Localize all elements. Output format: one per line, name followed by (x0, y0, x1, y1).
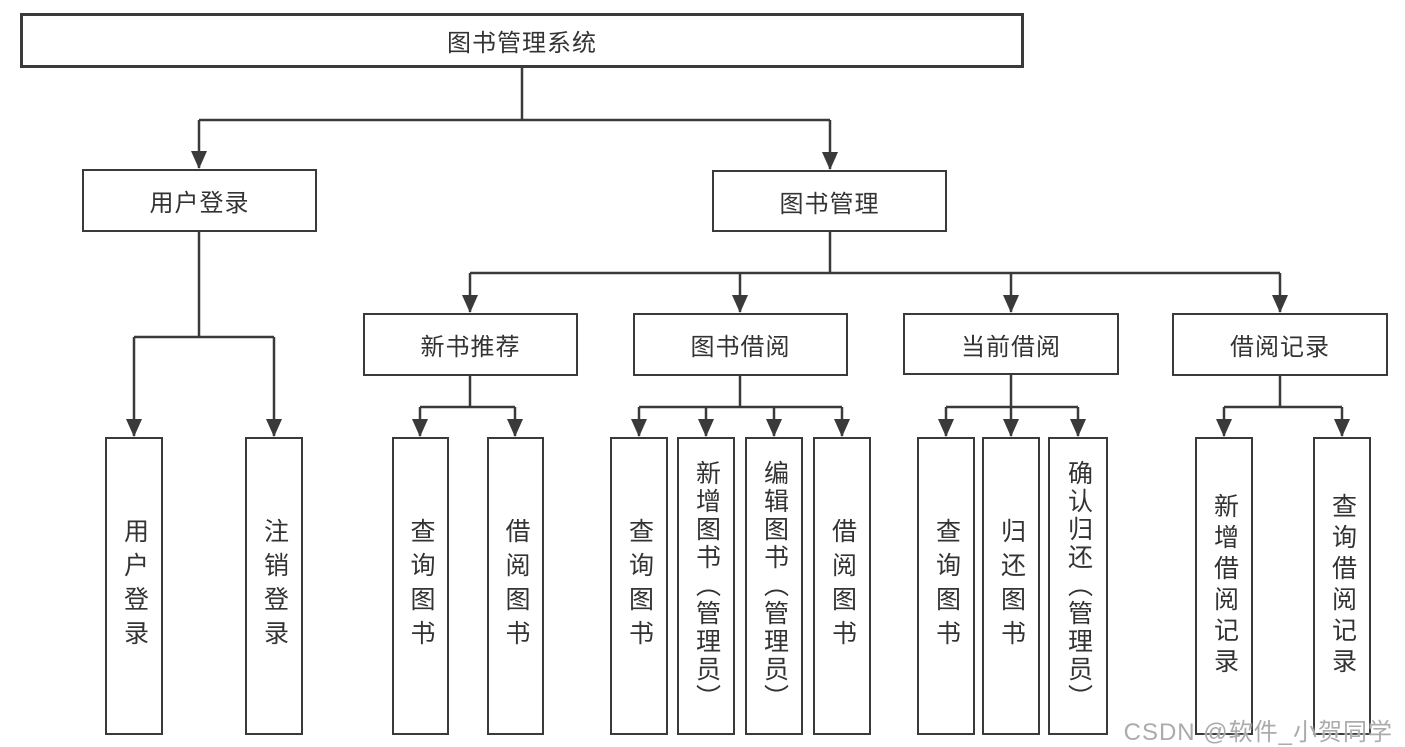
leaf-label: 借阅图书 (502, 518, 530, 654)
node-library-management-system: 图书管理系统 (20, 13, 1024, 68)
leaf-query-books-recommend: 查询图书 (392, 437, 449, 735)
connector-root-to-level2 (197, 68, 832, 169)
leaf-add-borrow-record: 新增借阅记录 (1195, 437, 1253, 735)
connector-book-management-children (468, 232, 1282, 312)
leaf-borrow-books-recommend: 借阅图书 (487, 437, 544, 735)
leaf-logout: 注销登录 (245, 437, 303, 735)
csdn-watermark: CSDN @软件_小贺同学 (1123, 719, 1393, 746)
leaf-label: 查询图书 (625, 518, 654, 654)
node-book-borrow: 图书借阅 (633, 313, 848, 376)
leaf-confirm-return-admin: 确认归还（管理员） (1048, 437, 1108, 735)
leaf-label: 查询图书 (932, 518, 961, 654)
leaf-label: 编辑图书（管理员） (760, 460, 789, 712)
connector-borrow-records-children (1222, 376, 1344, 436)
leaf-label: 用户登录 (120, 518, 149, 654)
node-label: 图书管理系统 (447, 30, 597, 57)
leaf-add-books-admin: 新增图书（管理员） (677, 437, 735, 735)
connector-new-book-children (418, 376, 517, 436)
node-label: 图书管理 (779, 190, 880, 218)
node-new-book-recommend: 新书推荐 (363, 313, 578, 376)
leaf-label: 查询借阅记录 (1328, 493, 1357, 679)
node-user-login: 用户登录 (82, 169, 317, 232)
leaf-return-books: 归还图书 (982, 437, 1040, 735)
leaf-query-books-current: 查询图书 (917, 437, 975, 735)
leaf-user-login: 用户登录 (105, 437, 163, 735)
node-current-borrow: 当前借阅 (903, 313, 1119, 375)
leaf-label: 确认归还（管理员） (1064, 460, 1093, 712)
connector-current-borrow-children (944, 374, 1080, 436)
leaf-query-borrow-record: 查询借阅记录 (1313, 437, 1371, 735)
leaf-borrow-books: 借阅图书 (813, 437, 871, 735)
leaf-label: 借阅图书 (828, 518, 857, 654)
node-label: 图书借阅 (690, 334, 791, 361)
connector-user-login-children (132, 232, 276, 436)
leaf-label: 新增图书（管理员） (692, 460, 721, 712)
leaf-label: 归还图书 (997, 518, 1026, 654)
leaf-query-books-borrow: 查询图书 (610, 437, 668, 735)
leaf-label: 注销登录 (260, 518, 289, 654)
node-book-management: 图书管理 (712, 170, 947, 232)
node-label: 当前借阅 (961, 333, 1061, 361)
leaf-label: 新增借阅记录 (1210, 493, 1239, 679)
node-label: 借阅记录 (1230, 334, 1330, 361)
node-label: 新书推荐 (420, 334, 521, 361)
connector-book-borrow-children (637, 376, 844, 436)
node-borrow-records: 借阅记录 (1172, 313, 1388, 376)
node-label: 用户登录 (149, 190, 250, 217)
leaf-edit-books-admin: 编辑图书（管理员） (745, 437, 803, 735)
leaf-label: 查询图书 (407, 518, 435, 654)
